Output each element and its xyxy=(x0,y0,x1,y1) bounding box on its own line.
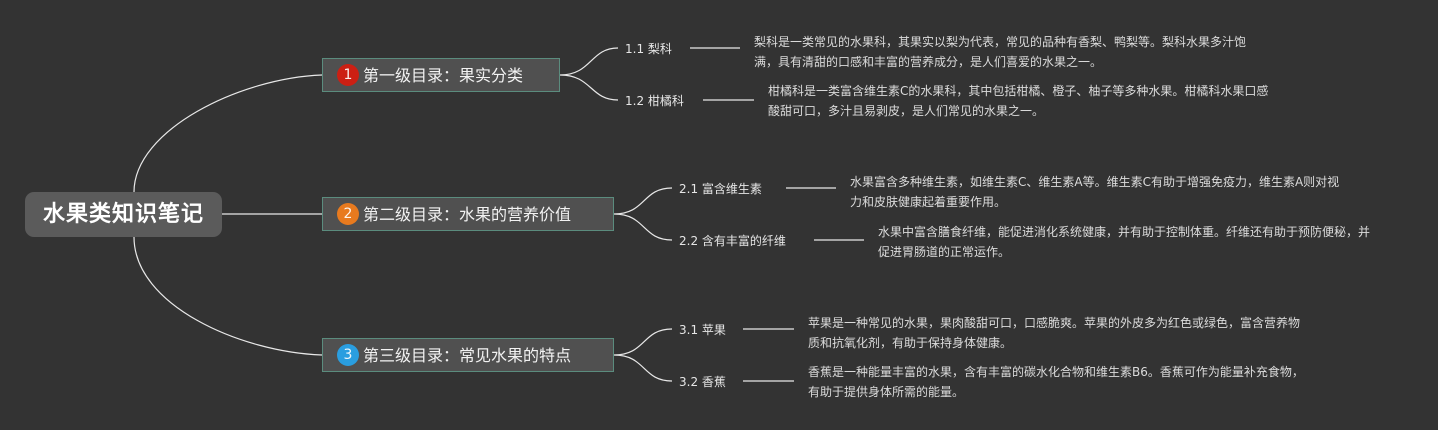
number-badge-icon: 1 xyxy=(337,64,359,86)
note-2-2: 水果中富含膳食纤维，能促进消化系统健康，并有助于控制体重。纤维还有助于预防便秘，… xyxy=(878,225,1371,259)
note-3-1: 苹果是一种常见的水果，果肉酸甜可口，口感脆爽。苹果的外皮多为红色或绿色，富含营养… xyxy=(808,316,1301,350)
note-3-2: 香蕉是一种能量丰富的水果，含有丰富的碳水化合物和维生素B6。香蕉可作为能量补充食… xyxy=(808,365,1304,399)
note-1-2: 柑橘科是一类富含维生素C的水果科，其中包括柑橘、橙子、柚子等多种水果。柑橘科水果… xyxy=(768,84,1269,118)
link-branch-1-fork xyxy=(559,47,619,101)
branch-title: 第二级目录：水果的营养价值 xyxy=(363,204,572,224)
note-1-1: 梨科是一类常见的水果科，其果实以梨为代表，常见的品种有香梨、鸭梨等。梨科水果多汁… xyxy=(754,35,1247,69)
branch-node-1[interactable]: 1 第一级目录：果实分类 xyxy=(322,58,560,92)
number-badge-icon: 2 xyxy=(337,203,359,225)
branch-title: 第一级目录：果实分类 xyxy=(363,65,524,85)
sub-node-2-2[interactable]: 2.2 含有丰富的纤维 xyxy=(679,234,786,248)
link-root-branch-1 xyxy=(133,74,323,193)
link-branch-2-fork xyxy=(613,187,673,241)
link-root-branch-3 xyxy=(133,236,323,356)
sub-node-1-1[interactable]: 1.1 梨科 xyxy=(625,42,672,56)
branch-title: 第三级目录：常见水果的特点 xyxy=(363,345,572,365)
note-2-1: 水果富含多种维生素，如维生素C、维生素A等。维生素C有助于增强免疫力，维生素A则… xyxy=(850,175,1340,209)
sub-node-3-1[interactable]: 3.1 苹果 xyxy=(679,323,726,337)
link-branch-3-fork xyxy=(613,328,673,382)
branch-node-3[interactable]: 3 第三级目录：常见水果的特点 xyxy=(322,338,614,372)
sub-node-2-1[interactable]: 2.1 富含维生素 xyxy=(679,182,762,196)
root-node[interactable]: 水果类知识笔记 xyxy=(25,192,222,237)
sub-node-3-2[interactable]: 3.2 香蕉 xyxy=(679,375,726,389)
number-badge-icon: 3 xyxy=(337,344,359,366)
sub-node-1-2[interactable]: 1.2 柑橘科 xyxy=(625,94,684,108)
branch-node-2[interactable]: 2 第二级目录：水果的营养价值 xyxy=(322,197,614,231)
